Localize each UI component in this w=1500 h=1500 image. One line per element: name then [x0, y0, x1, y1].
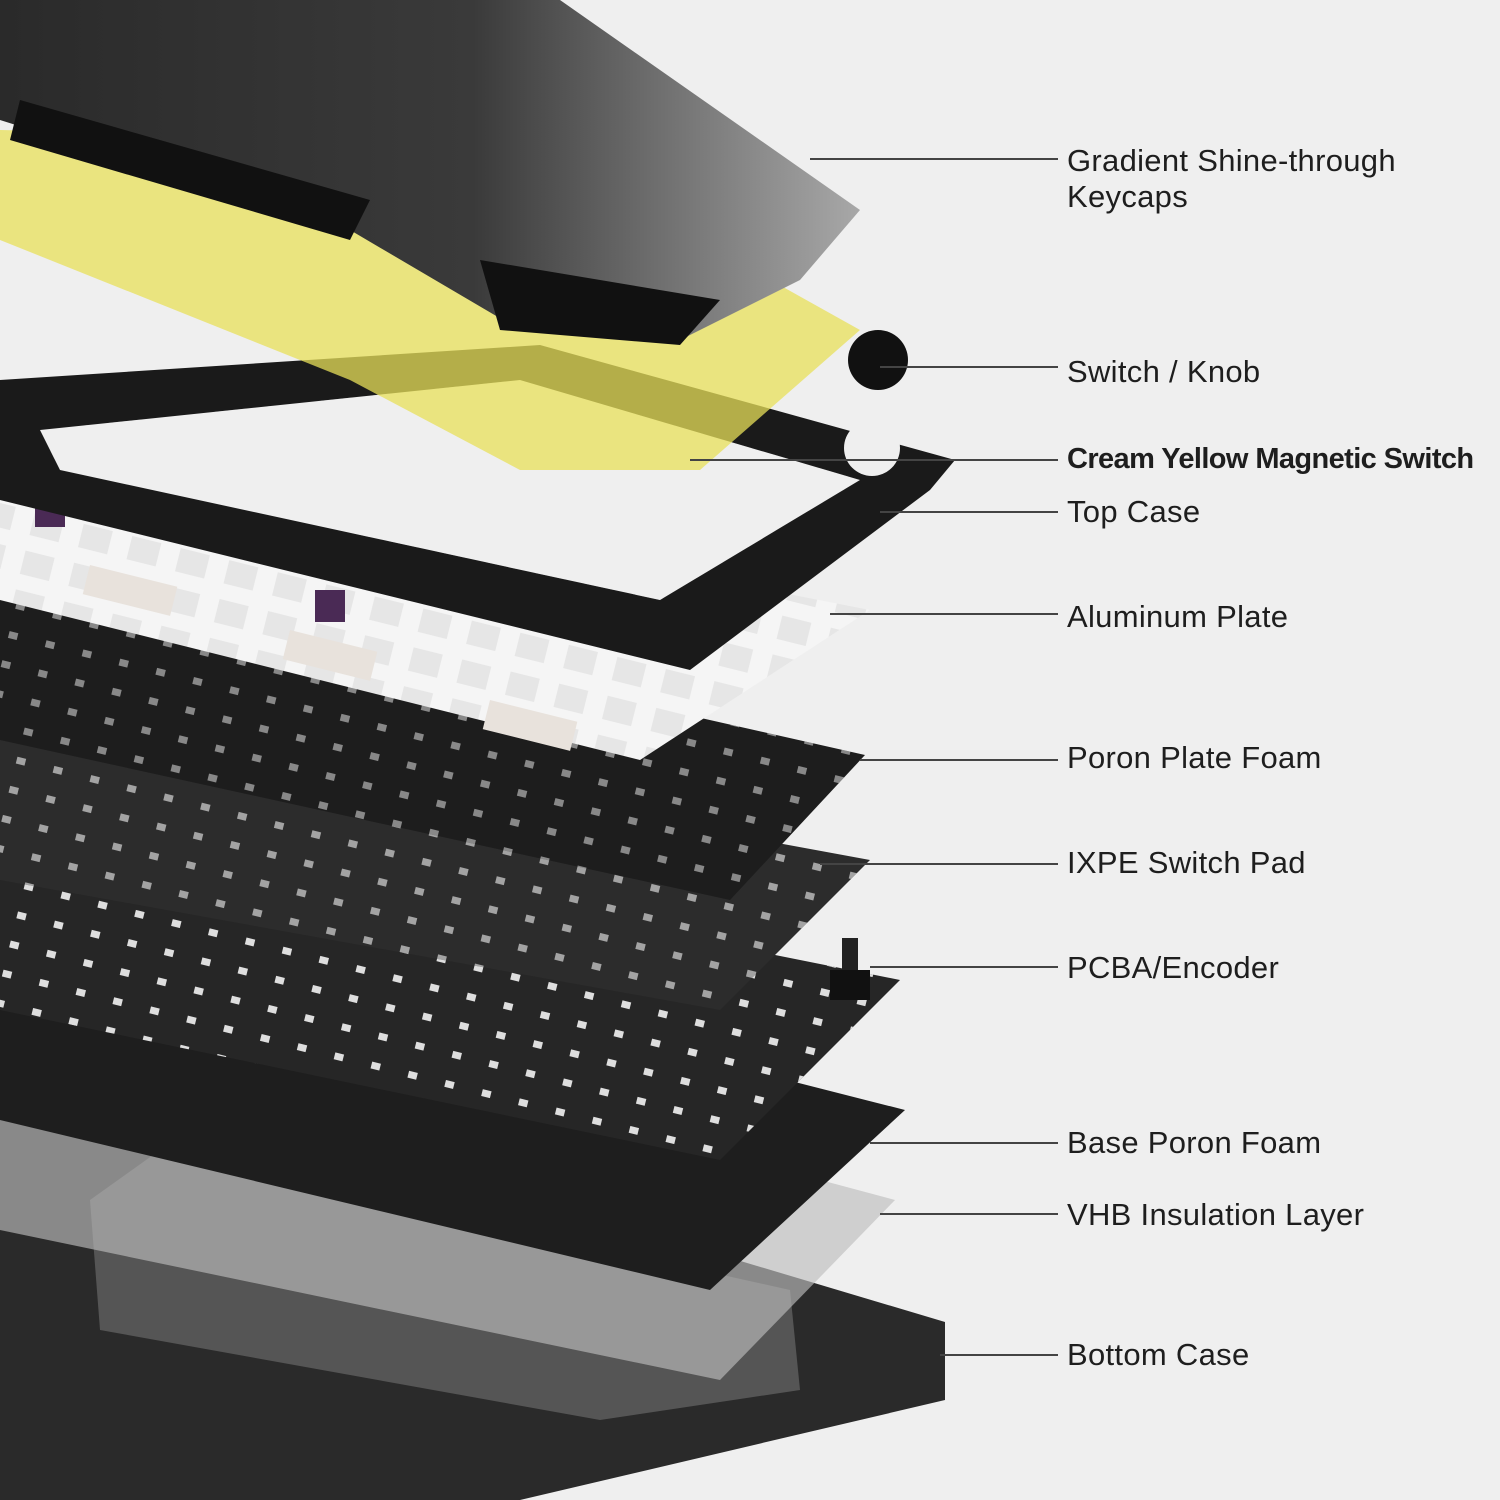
- leader-base-poron-foam: [870, 1142, 1058, 1144]
- label-aluminum-plate: Aluminum Plate: [1067, 599, 1289, 634]
- leader-top-case: [880, 511, 1058, 513]
- label-keycaps: Gradient Shine-through Keycaps: [1067, 143, 1396, 215]
- label-poron-plate-foam: Poron Plate Foam: [1067, 740, 1322, 775]
- label-bottom-case: Bottom Case: [1067, 1337, 1250, 1372]
- label-ixpe-switch-pad: IXPE Switch Pad: [1067, 845, 1306, 880]
- leader-poron-plate-foam: [860, 759, 1058, 761]
- leader-pcba-encoder: [870, 966, 1058, 968]
- leader-switch-knob: [880, 366, 1058, 368]
- leader-cream-switch: [690, 459, 1058, 461]
- keycaps-layer: [0, 0, 860, 340]
- label-switch-knob: Switch / Knob: [1067, 354, 1261, 389]
- label-pcba-encoder: PCBA/Encoder: [1067, 950, 1280, 985]
- leader-vhb-insulation: [880, 1213, 1058, 1215]
- leader-aluminum-plate: [830, 613, 1058, 615]
- label-top-case: Top Case: [1067, 494, 1201, 529]
- label-cream-switch: Cream Yellow Magnetic Switch: [1067, 443, 1474, 475]
- label-keycaps-line2: Keycaps: [1067, 179, 1188, 214]
- label-base-poron-foam: Base Poron Foam: [1067, 1125, 1322, 1160]
- label-keycaps-line1: Gradient Shine-through: [1067, 143, 1396, 178]
- leader-keycaps: [810, 158, 1058, 160]
- leader-ixpe-switch-pad: [820, 863, 1058, 865]
- knob: [848, 330, 908, 390]
- label-vhb-insulation: VHB Insulation Layer: [1067, 1197, 1365, 1232]
- leader-bottom-case: [940, 1354, 1058, 1356]
